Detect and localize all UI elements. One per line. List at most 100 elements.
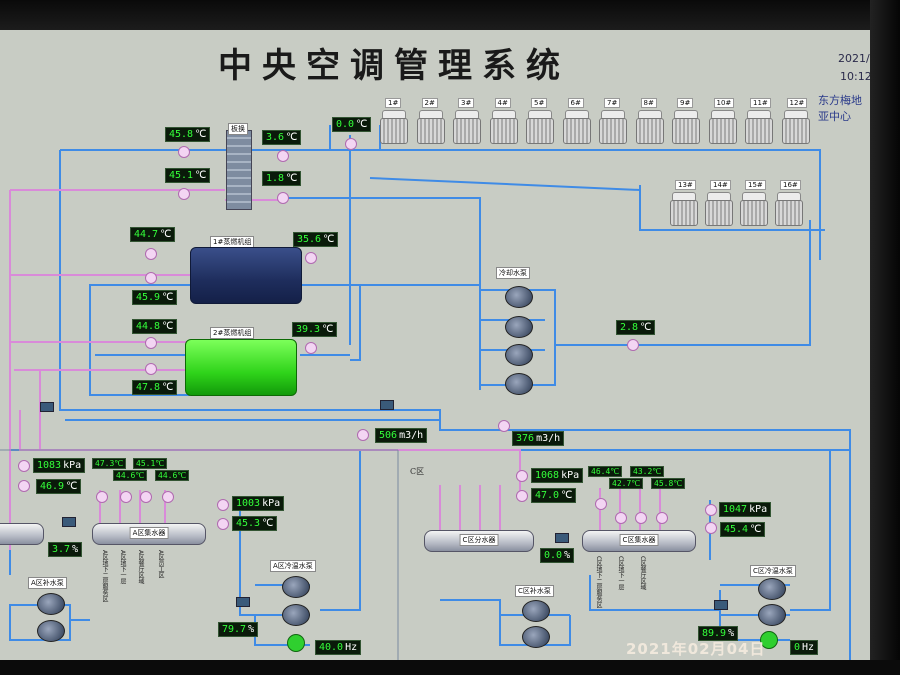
temp-sensor[interactable] [516,490,528,502]
cooling-tower[interactable]: 2# [415,98,445,144]
organization-name: 东方梅地亚中心 [818,94,862,123]
zone-a-pump-running-icon[interactable] [287,634,305,652]
cooling-pump-3[interactable] [505,344,533,366]
temp-sensor[interactable] [705,522,717,534]
cooling-tower-label: 8# [640,98,657,108]
cooling-tower[interactable]: 5# [524,98,554,144]
zone-a-collector-label: A区集水器 [129,527,169,539]
zone-a-circ-pump-1[interactable] [282,576,310,598]
zone-c-distributor[interactable]: C区分水器 [424,530,534,552]
cooling-tower[interactable]: 3# [451,98,481,144]
cooling-tower[interactable]: 12# [780,98,810,144]
temp-sensor[interactable] [305,252,317,264]
chiller-2-outlet-temp: 47.8℃ [132,380,178,395]
temp-sensor[interactable] [217,518,229,530]
pressure-sensor[interactable] [217,499,229,511]
temp-sensor[interactable] [178,146,190,158]
zone-c-return-temp: 45.4℃ [720,522,766,537]
cooling-tower[interactable]: 16# [773,180,803,226]
cooling-tower[interactable]: 9# [670,98,700,144]
pressure-sensor[interactable] [705,504,717,516]
cooling-tower-label: 5# [531,98,548,108]
zone-a-makeup-pump-label: A区补水泵 [28,577,67,589]
temp-sensor[interactable] [595,498,607,510]
cooling-tower[interactable]: 10# [707,98,737,144]
chiller-1[interactable] [190,247,302,304]
zone-a-makeup-pump-2[interactable] [37,620,65,642]
valve-icon[interactable] [40,402,54,412]
cooling-tower-label: 9# [677,98,694,108]
monitor-bezel-bottom [0,660,900,675]
monitor-bezel-top [0,0,900,30]
zone-a-branch-3: A区餐厅区域 [137,550,144,585]
flow-sensor[interactable] [357,429,369,441]
zone-a-distributor[interactable] [0,523,44,545]
cooling-tower[interactable]: 8# [634,98,664,144]
valve-icon[interactable] [714,600,728,610]
zone-c-pump-running-icon[interactable] [760,631,778,649]
temp-sensor[interactable] [627,339,639,351]
scada-screen: 中央空调管理系统 2021/2/4 10:12:53 东方梅地亚中心 [0,30,889,660]
zone-c-collector[interactable]: C区集水器 [582,530,696,552]
cooling-pump-2[interactable] [505,316,533,338]
valve-icon[interactable] [555,533,569,543]
cooling-tower-label: 16# [780,180,801,190]
temp-sensor[interactable] [615,512,627,524]
zone-c-makeup-pump-label: C区补水泵 [515,585,554,597]
pressure-sensor[interactable] [516,470,528,482]
monitor-bezel-right [870,0,900,675]
temp-sensor[interactable] [145,248,157,260]
cooling-pump-4[interactable] [505,373,533,395]
temp-sensor[interactable] [96,491,108,503]
plate-heat-exchanger[interactable] [226,130,252,210]
cooling-tower[interactable]: 14# [703,180,733,226]
zone-c-branch-1: C区地下二层服务区 [595,556,602,609]
zone-a-branch-2: A区地下一层 [119,550,126,585]
zone-a-makeup-pump-1[interactable] [37,593,65,615]
temp-sensor[interactable] [145,363,157,375]
temp-sensor[interactable] [140,491,152,503]
temp-sensor[interactable] [635,512,647,524]
temp-sensor[interactable] [656,512,668,524]
chiller-2[interactable] [185,339,297,396]
temp-sensor[interactable] [277,192,289,204]
zone-a-collector[interactable]: A区集水器 [92,523,206,545]
zone-c-branch-temp-3: 43.2℃ [630,466,665,477]
zone-c-supply-temp: 47.0℃ [531,488,577,503]
chiller-2-right-temp: 39.3℃ [292,322,338,337]
cooling-tower[interactable]: 1# [378,98,408,144]
zone-c-circ-pump-2[interactable] [758,604,786,626]
temp-sensor[interactable] [145,272,157,284]
flow-sensor[interactable] [498,420,510,432]
valve-icon[interactable] [236,597,250,607]
zone-c-makeup-pump-2[interactable] [522,626,550,648]
zone-a-branch-temp-3: 45.1℃ [133,458,168,469]
temp-sensor[interactable] [178,188,190,200]
photo-date-stamp: 2021年02月04日 [626,640,766,658]
temp-sensor[interactable] [162,491,174,503]
temp-sensor[interactable] [120,491,132,503]
cooling-tower[interactable]: 7# [597,98,627,144]
pressure-sensor[interactable] [18,460,30,472]
temp-sensor[interactable] [345,138,357,150]
temp-sensor[interactable] [277,150,289,162]
cooling-water-temp: 2.8℃ [616,320,656,335]
zone-c-label: C区 [410,467,425,476]
temp-sensor[interactable] [145,337,157,349]
cooling-tower[interactable]: 13# [668,180,698,226]
cooling-pump-1[interactable] [505,286,533,308]
zone-c-makeup-pump-1[interactable] [522,600,550,622]
zone-a-circ-pump-2[interactable] [282,604,310,626]
cooling-tower[interactable]: 4# [488,98,518,144]
valve-icon[interactable] [62,517,76,527]
zone-c-circ-pump-1[interactable] [758,578,786,600]
valve-icon[interactable] [380,400,394,410]
cooling-tower[interactable]: 15# [738,180,768,226]
cooling-tower[interactable]: 11# [743,98,773,144]
zone-c-branch-3: C区餐厅区域 [639,556,646,591]
temp-sensor[interactable] [18,480,30,492]
cooling-tower[interactable]: 6# [561,98,591,144]
temp-sensor[interactable] [305,342,317,354]
